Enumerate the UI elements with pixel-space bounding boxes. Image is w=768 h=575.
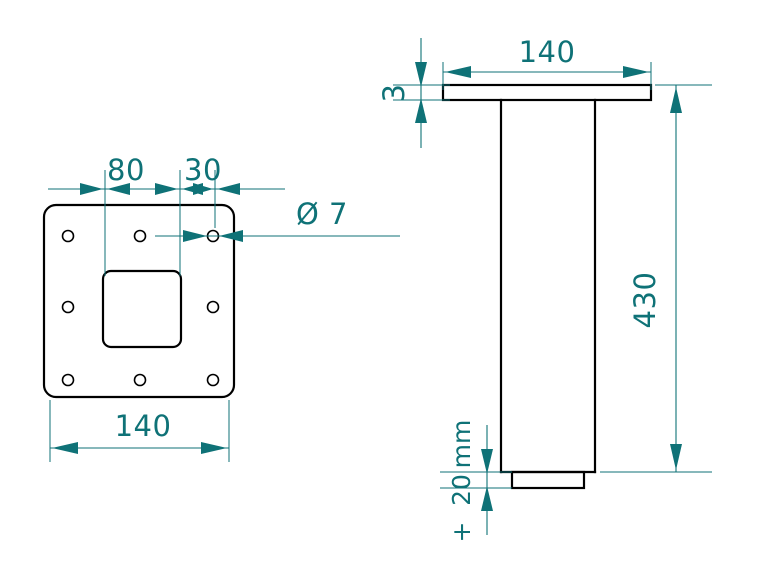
dimension-label-80: 80: [107, 153, 145, 187]
tolerance-symbol: +: [447, 522, 476, 543]
dimension-arrow: [481, 449, 493, 474]
dimension-arrow: [415, 98, 427, 123]
top-view-group: 80 30 Ø 7 140: [42, 153, 400, 462]
dimension-arrow: [623, 66, 649, 78]
bolt-hole: [61, 300, 75, 314]
dimension-arrow: [415, 62, 427, 87]
dimension-label-20: 20: [447, 474, 476, 506]
dimension-arrow: [80, 183, 103, 195]
adjustable-foot: [510, 470, 586, 490]
dimension-arrow: [201, 442, 227, 454]
elevation-plate: [441, 83, 653, 102]
dimension-arrow: [217, 183, 240, 195]
dimension-label-30: 30: [184, 153, 222, 187]
side-elevation-group: 140 3 430 20 mm +: [377, 35, 712, 542]
dimension-label-3: 3: [377, 84, 411, 103]
dimension-label-140-elevation: 140: [519, 35, 576, 69]
bolt-hole: [61, 229, 75, 243]
bolt-hole: [133, 229, 147, 243]
mounting-plate-outline: [42, 203, 236, 399]
dimension-label-430: 430: [628, 272, 662, 329]
dimension-arrow: [107, 183, 130, 195]
bolt-hole: [206, 373, 220, 387]
dimension-arrow: [670, 87, 682, 113]
dimension-arrow: [155, 183, 178, 195]
dimension-arrow: [445, 66, 471, 78]
dimension-label-hole-diameter: Ø 7: [296, 197, 348, 231]
dimension-arrow: [670, 444, 682, 470]
bolt-hole: [206, 300, 220, 314]
dimension-arrow: [193, 183, 213, 195]
units-label: mm: [447, 420, 476, 469]
dimension-arrow: [481, 486, 493, 511]
bolt-hole: [61, 373, 75, 387]
dimension-arrow: [52, 442, 78, 454]
dimension-label-140-plate: 140: [115, 409, 172, 443]
bolt-hole: [133, 373, 147, 387]
plate-center-cutout: [101, 269, 183, 349]
dimension-arrow: [219, 230, 243, 242]
dimension-arrow: [183, 230, 207, 242]
